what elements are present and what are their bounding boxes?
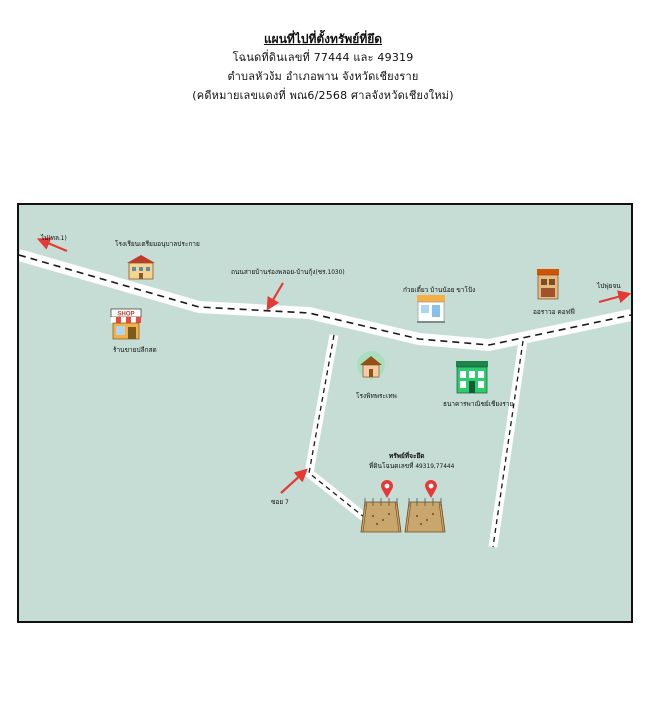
- side-road: [488, 340, 528, 548]
- arrow-east: [598, 290, 631, 304]
- land-plot-1: [360, 498, 402, 533]
- location-line: ตำบลหัวง้ม อำเภอพาน จังหวัดเชียงราย: [227, 70, 419, 83]
- property-label: ทรัพย์ที่จะยึด: [389, 452, 425, 460]
- school-label: โรงเรียนเตรียมอนุบาลประกาย: [115, 240, 200, 248]
- temple-icon: [357, 351, 385, 379]
- location-pin-icon: [425, 480, 437, 498]
- land-plot-2: [404, 498, 446, 533]
- arrow-main-road: [266, 282, 284, 311]
- deed-numbers: โฉนดที่ดินเลขที่ 77444 และ 49319: [232, 51, 414, 64]
- temple-label: โรงพิทพระเทพ: [356, 392, 397, 400]
- soi-label: ซอย 7: [271, 498, 289, 506]
- to-east-label: ไปพุ่ยจน: [597, 282, 621, 290]
- bank-label: ธนาคารพาณิชย์เชียงราย: [443, 400, 514, 408]
- school-building-icon: [127, 255, 155, 280]
- to-west-label: ไป(ทล.1): [41, 234, 67, 242]
- shop-icon: SHOP: [110, 308, 142, 340]
- main-road: [19, 249, 631, 351]
- main-road-label: ถนนสายบ้านร่องพลอย-บ้านกุ้ง(ชร.1030): [231, 268, 345, 276]
- map-header: แผนที่ไปที่ตั้งทรัพย์ที่ยึด โฉนดที่ดินเล…: [0, 30, 646, 105]
- property-map: SHOP: [17, 203, 633, 623]
- page-title: แผนที่ไปที่ตั้งทรัพย์ที่ยึด: [263, 32, 383, 46]
- property-deed-label: ที่ดินโฉนดเลขที่ 49319,77444: [369, 462, 455, 470]
- cafe-label: ออราวอ คอฟฟี่: [533, 308, 575, 316]
- noodle-shop-icon: [417, 295, 445, 323]
- location-pin-icon: [381, 480, 393, 498]
- case-number: (คดีหมายเลขแดงที่ พณ6/2568 ศาลจังหวัดเชี…: [192, 89, 454, 102]
- svg-text:SHOP: SHOP: [117, 312, 134, 318]
- bank-icon: [456, 361, 488, 394]
- arrow-soi: [280, 468, 308, 494]
- grocery-label: ร้านขายปลีกสด: [113, 346, 157, 354]
- noodle-shop-label: ก๋วยเตี๋ยว บ้านน้อย ขาโป้ง: [403, 286, 476, 294]
- arrow-west: [36, 237, 68, 253]
- map-canvas: SHOP: [19, 237, 631, 548]
- soi-road: [304, 334, 367, 521]
- cafe-icon: [537, 269, 559, 300]
